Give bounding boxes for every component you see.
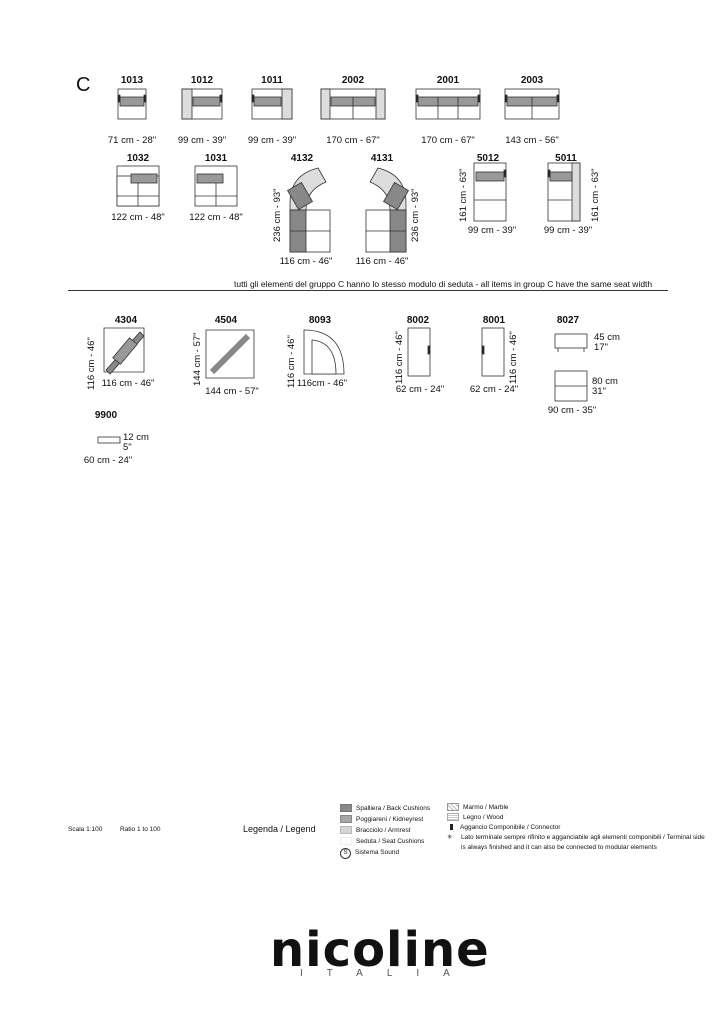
module-code: 4132 [290,153,314,164]
height-in: 17" [594,342,608,353]
module-code: 9900 [94,410,118,421]
module-width: 144 cm - 57" [205,386,259,397]
module-width: 90 cm - 35" [547,405,597,416]
ottoman-depth: 80 cm 31" [592,377,618,397]
legend-item: Spalliera / Back Cushions [340,803,430,814]
connector-icon [450,824,453,831]
module-code: 2001 [436,75,460,86]
module-depth: 161 cm - 63" [458,168,469,222]
brand-logo: nicoline [270,922,490,978]
scale-label: Scala 1:100 [68,826,103,833]
module-code: 8001 [482,315,506,326]
depth-in: 31" [592,386,606,397]
module-width: 170 cm - 67" [421,135,475,146]
module-code: 1011 [261,75,283,86]
module-code: 1012 [190,75,214,86]
module-width: 99 cm - 39" [247,135,297,146]
sound-icon: S [340,848,351,859]
module-depth: 116 cm - 46" [394,331,405,384]
module-code: 5012 [476,153,500,164]
module-depth: 161 cm - 63" [590,168,601,222]
module-width: 143 cm - 56" [505,135,559,146]
module-depth: 116 cm - 46" [286,335,297,388]
module-width: 99 cm - 39" [467,225,517,236]
terminal-side-icon: ✳ [447,834,453,841]
legend-item: Marmo / Marble [447,803,707,813]
module-width: 62 cm - 24" [395,384,445,395]
module-width: 170 cm - 67" [326,135,380,146]
module-code: 4504 [214,315,238,326]
module-code: 4131 [370,153,394,164]
module-width: 99 cm - 39" [543,225,593,236]
legend-item: Legno / Wood [447,813,707,823]
module-code: 8093 [308,315,332,326]
marble-swatch [447,803,459,812]
legend-item: Bracciolo / Armrest [340,825,430,836]
group-letter: C [76,74,91,96]
brand-subtitle: ITALIA [300,968,474,979]
section-divider [68,290,668,291]
module-code: 8027 [556,315,580,326]
module-depth: 236 cm - 93" [272,188,283,242]
ratio-label: Ratio 1 to 100 [120,826,161,833]
depth-cm: 80 cm [592,376,618,387]
legend-item: Poggiareni / Kidneyrest [340,814,430,825]
kidneyrest-swatch [340,815,352,824]
seat-cushion-swatch [340,837,352,846]
module-depth: 116 cm - 46" [86,337,97,390]
module-code: 1032 [126,153,150,164]
module-width: 122 cm - 48" [189,212,243,223]
back-cushion-swatch [340,804,352,813]
module-width: 116 cm - 46" [101,378,155,389]
height-cm: 12 cm [123,432,149,443]
module-width: 71 cm - 28" [107,135,157,146]
module-width: 116cm - 46" [296,378,348,389]
module-code: 5011 [555,153,577,164]
module-depth: 116 cm - 46" [508,331,519,384]
ottoman-height: 45 cm 17" [594,333,620,353]
item-9900-height: 12 cm 5" [123,433,149,453]
module-code: 4304 [114,315,138,326]
module-width: 122 cm - 48" [111,212,165,223]
module-width: 62 cm - 24" [469,384,519,395]
module-width: 116 cm - 46" [355,256,409,267]
height-in: 5" [123,442,132,453]
module-width: 99 cm - 39" [177,135,227,146]
legend-item: Seduta / Seat Cushions [340,836,430,847]
module-code: 2002 [341,75,365,86]
wood-swatch [447,813,459,822]
module-width: 116 cm - 46" [279,256,333,267]
module-depth: 236 cm - 93" [410,188,421,242]
legend-item: Aggancio Componibile / Connector [447,823,707,833]
module-width: 60 cm - 24" [83,455,133,466]
group-note: tutti gli elementi del gruppo C hanno lo… [234,279,653,289]
module-code: 1013 [120,75,144,86]
module-depth: 144 cm - 57" [192,332,203,386]
armrest-swatch [340,826,352,835]
legend-right: Marmo / Marble Legno / Wood Aggancio Com… [447,803,707,853]
module-code: 2003 [520,75,544,86]
module-code: 1031 [204,153,228,164]
module-code: 8002 [406,315,430,326]
legend-title: Legenda / Legend [243,824,316,834]
height-cm: 45 cm [594,332,620,343]
legend-left: Spalliera / Back Cushions Poggiareni / K… [340,803,430,859]
legend-item: ✳Lato terminale sempre rifinito e agganc… [447,834,705,851]
